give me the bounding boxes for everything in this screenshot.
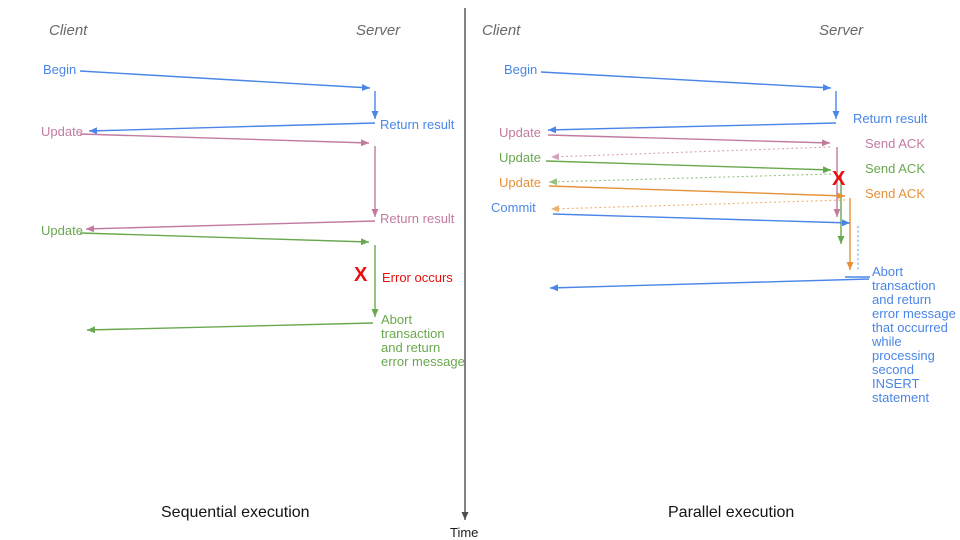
seq-error-x-icon: X: [354, 264, 368, 286]
seq-update-2-label: Update: [41, 223, 83, 238]
par-caption: Parallel execution: [668, 504, 795, 521]
seq-update1-return-arrow: [85, 220, 376, 233]
seq-client-header: Client: [49, 22, 88, 39]
seq-error-occurs-label: Error occurs: [382, 270, 453, 285]
par-update-2-label: Update: [499, 150, 541, 165]
seq-update-1-label: Update: [41, 124, 83, 139]
sequential-panel-arrows: [79, 70, 379, 334]
par-error-x-icon: X: [832, 168, 846, 190]
par-commit-request-arrow: [552, 213, 851, 227]
seq-begin-request-arrow: [79, 70, 371, 92]
parallel-panel-arrows: [540, 71, 870, 292]
seq-return-result-1-label: Return result: [380, 117, 455, 132]
par-begin-label: Begin: [504, 62, 538, 77]
par-begin-return-arrow: [547, 122, 837, 134]
par-update1-request-arrow: [547, 134, 831, 147]
time-axis-label: Time: [450, 525, 479, 540]
par-update-3-label: Update: [499, 175, 541, 190]
par-ack3-arrow: [550, 199, 846, 213]
seq-caption: Sequential execution: [161, 504, 310, 521]
par-ack1-arrow: [550, 146, 831, 161]
par-update3-request-arrow: [548, 185, 846, 200]
par-update-1-label: Update: [499, 125, 541, 140]
par-update2-request-arrow: [545, 160, 832, 174]
seq-begin-return-arrow: [88, 122, 376, 135]
par-commit-label: Commit: [491, 200, 536, 215]
par-server-header: Server: [819, 22, 864, 39]
seq-abort-return-arrow: [86, 322, 374, 334]
par-send-ack-1-label: Send ACK: [865, 136, 925, 151]
seq-begin-label: Begin: [43, 62, 77, 77]
par-send-ack-3-label: Send ACK: [865, 186, 925, 201]
seq-server-header: Server: [356, 22, 401, 39]
par-client-header: Client: [482, 22, 521, 39]
seq-abort-message: Abort transaction and return error messa…: [381, 312, 465, 369]
par-return-result-label: Return result: [853, 111, 928, 126]
par-abort-return-arrow: [549, 278, 870, 292]
par-ack2-arrow: [548, 173, 832, 186]
seq-update2-request-arrow: [79, 232, 370, 246]
seq-return-result-2-label: Return result: [380, 211, 455, 226]
par-abort-message: Abort transaction and return error messa…: [872, 264, 956, 405]
par-begin-request-arrow: [540, 71, 832, 92]
seq-update1-request-arrow: [79, 133, 370, 147]
par-send-ack-2-label: Send ACK: [865, 161, 925, 176]
